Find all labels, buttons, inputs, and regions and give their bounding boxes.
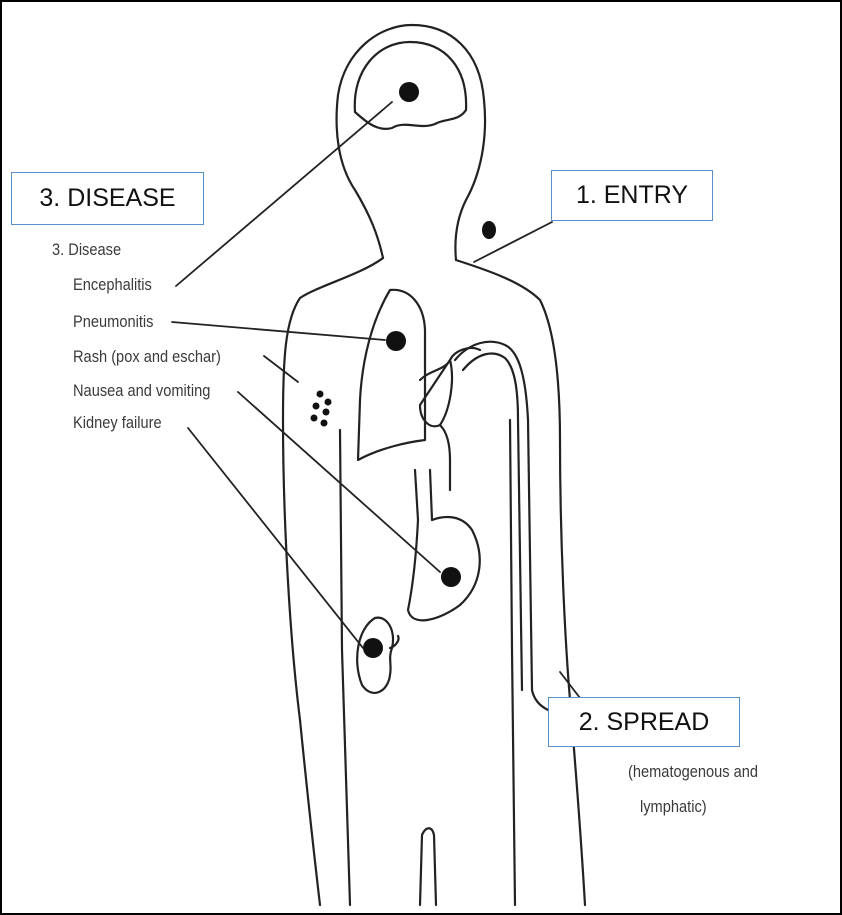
ureter xyxy=(390,636,399,648)
esophagus xyxy=(415,470,432,520)
head-outline xyxy=(337,25,485,260)
torso-outline-left xyxy=(283,258,383,905)
dot-kidney xyxy=(363,638,383,658)
disease-item-kidney: Kidney failure xyxy=(73,413,162,433)
rash-dot xyxy=(325,399,332,406)
great-vessel-inner xyxy=(463,354,522,690)
spread-note-line2: lymphatic) xyxy=(640,797,707,817)
disease-heading: 3. Disease xyxy=(52,240,121,260)
callout-disease: 3. DISEASE xyxy=(11,172,204,225)
lung-outline xyxy=(358,290,425,460)
legs-gap xyxy=(420,828,436,905)
heart-outline xyxy=(420,348,480,426)
disease-item-rash: Rash (pox and eschar) xyxy=(73,347,221,367)
callout-entry: 1. ENTRY xyxy=(551,170,713,221)
leader-pneumonitis xyxy=(172,322,385,340)
rash-dot xyxy=(321,420,328,427)
leader-kidney xyxy=(188,428,363,648)
arm-line-right xyxy=(510,420,515,905)
rash-dot xyxy=(313,403,320,410)
spread-note-line1: (hematogenous and xyxy=(628,762,758,782)
disease-item-nausea: Nausea and vomiting xyxy=(73,381,210,401)
arm-line-left xyxy=(340,430,350,905)
leader-rash xyxy=(264,356,298,382)
disease-item-encephalitis: Encephalitis xyxy=(73,275,152,295)
rash-dot xyxy=(323,409,330,416)
leader-encephalitis xyxy=(176,102,392,286)
rash-dot xyxy=(311,415,318,422)
disease-item-pneumonitis: Pneumonitis xyxy=(73,312,153,332)
rash-dot xyxy=(317,391,324,398)
stomach-outline xyxy=(408,517,480,620)
dot-lung xyxy=(386,331,406,351)
dot-stomach xyxy=(441,567,461,587)
great-vessel xyxy=(440,342,548,710)
callout-spread: 2. SPREAD xyxy=(548,697,740,747)
dot-brain xyxy=(399,82,419,102)
tick-icon xyxy=(482,221,496,239)
leader-nausea xyxy=(238,392,440,572)
